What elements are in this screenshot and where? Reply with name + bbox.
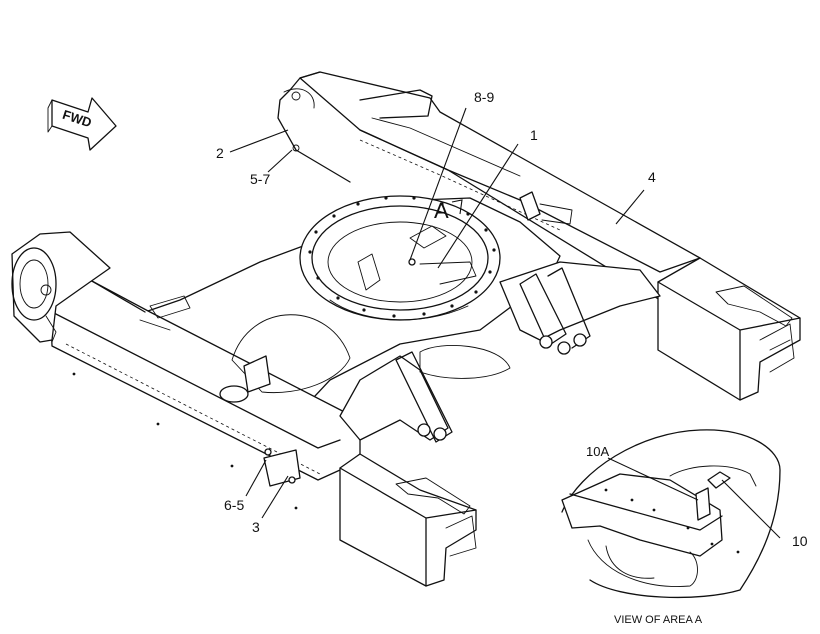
detail-view-area-a: 10A 10 VIEW OF AREA A — [561, 429, 808, 626]
track-frame — [11, 71, 801, 587]
callout-4: 4 — [648, 169, 656, 185]
lower-brace — [339, 355, 449, 441]
callout-5-7: 5-7 — [250, 171, 270, 187]
callout-8-9: 8-9 — [474, 89, 494, 105]
fwd-arrow-icon: FWD — [47, 97, 117, 151]
detail-caption: VIEW OF AREA A — [614, 614, 703, 626]
right-brace — [499, 261, 661, 341]
idler-housing — [11, 231, 111, 343]
callout-6-5: 6-5 — [224, 497, 244, 513]
lower-end-box — [339, 453, 477, 587]
upper-end-box — [657, 257, 801, 401]
callouts: 1 2 4 5-7 8-9 6-5 3 A — [216, 89, 656, 535]
callout-10a: 10A — [586, 444, 609, 459]
area-marker-a: A — [434, 198, 449, 223]
callout-10: 10 — [792, 533, 808, 549]
callout-1: 1 — [530, 127, 538, 143]
callout-3: 3 — [252, 519, 260, 535]
callout-2: 2 — [216, 145, 224, 161]
